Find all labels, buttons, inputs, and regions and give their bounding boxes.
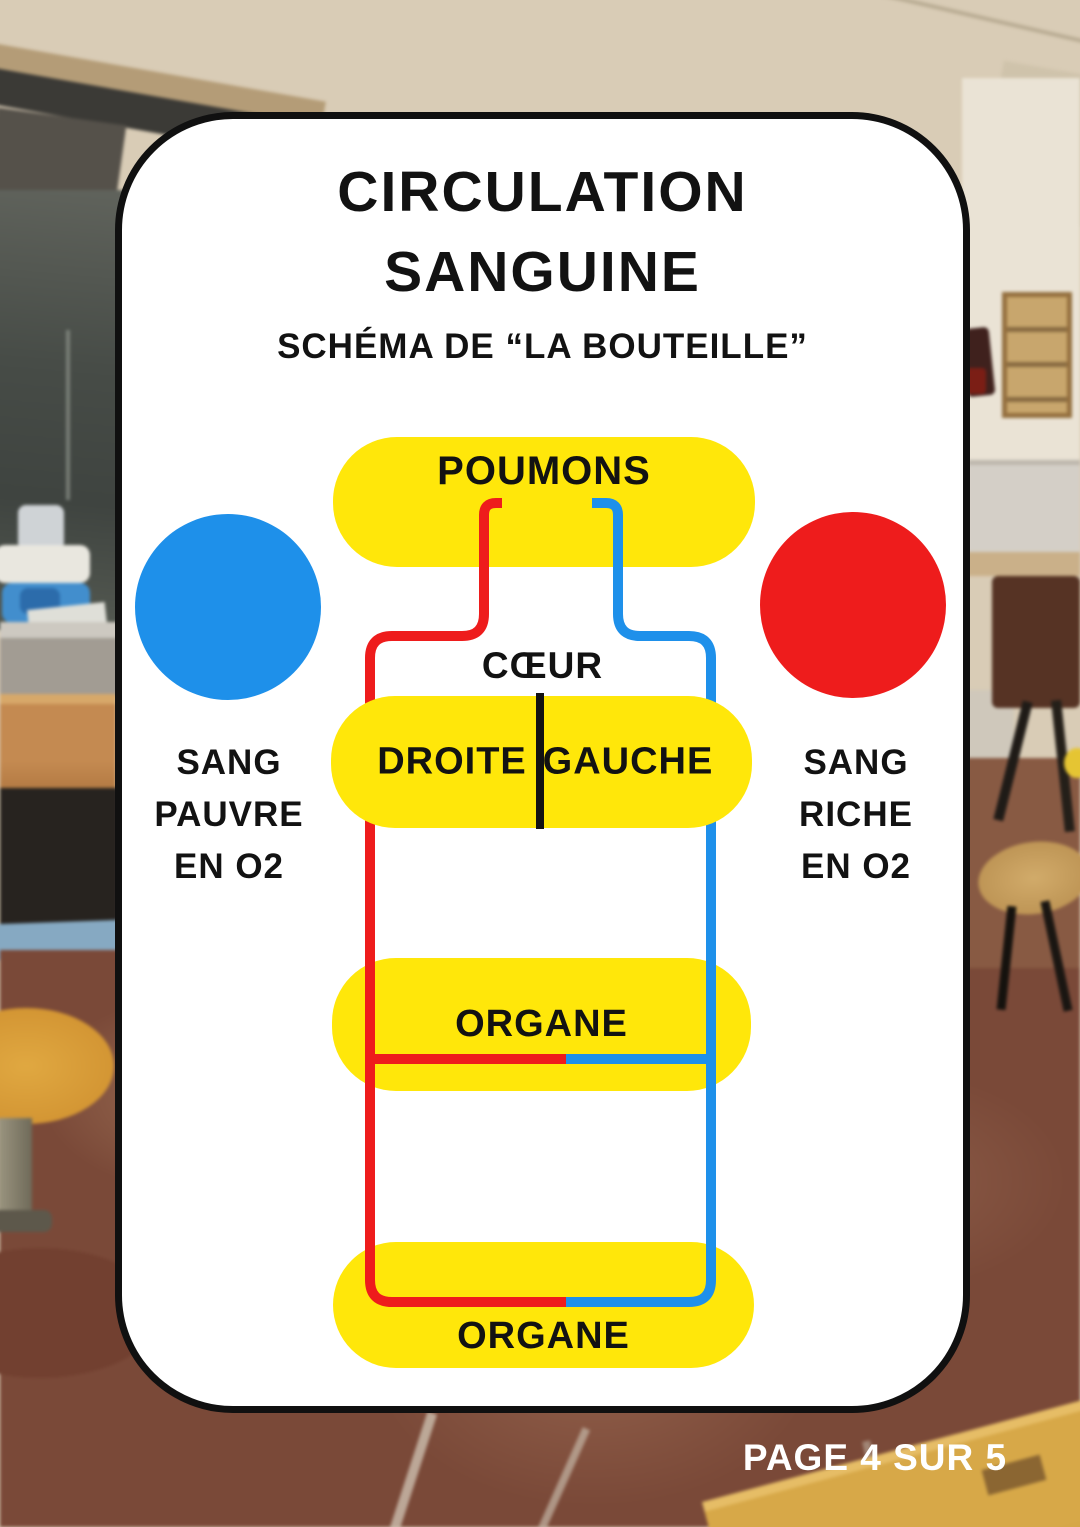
legend-rich-line-2: RICHE bbox=[799, 795, 913, 834]
deoxygenated-blood-circle bbox=[135, 514, 321, 700]
legend-poor-line-1: SANG bbox=[176, 743, 282, 782]
bg-kettle bbox=[18, 505, 64, 550]
page-subtitle: SCHÉMA DE “LA BOUTEILLE” bbox=[277, 327, 808, 366]
organ-middle-label: ORGANE bbox=[455, 1003, 628, 1045]
heart-right-label: DROITE bbox=[377, 740, 527, 783]
legend-rich-label: SANG RICHE EN O2 bbox=[716, 737, 996, 893]
page-title: CIRCULATION SANGUINE bbox=[115, 152, 970, 312]
bg-ceiling-seam bbox=[873, 0, 1080, 70]
bg-right-table-edge bbox=[962, 552, 1080, 576]
organ-middle-node: ORGANE bbox=[332, 958, 751, 1091]
bg-round-table-foot bbox=[0, 1210, 52, 1232]
oxygenated-blood-circle bbox=[760, 512, 946, 698]
bg-right-desk bbox=[968, 460, 1080, 556]
heart-divider-line bbox=[536, 693, 544, 829]
legend-rich-line-1: SANG bbox=[803, 743, 909, 782]
organ-bottom-node: ORGANE bbox=[333, 1242, 754, 1368]
legend-rich-line-3: EN O2 bbox=[800, 847, 912, 886]
bg-gray-wall bbox=[0, 638, 118, 696]
bg-wall-object-accent bbox=[966, 368, 986, 394]
page-indicator: PAGE 4 SUR 5 bbox=[742, 1437, 1008, 1478]
bg-left-table bbox=[0, 694, 116, 790]
bg-table-shadow bbox=[0, 788, 118, 930]
heart-title: CŒUR bbox=[481, 645, 604, 686]
bg-brown-chair bbox=[992, 576, 1080, 708]
organ-bottom-label: ORGANE bbox=[457, 1315, 630, 1357]
legend-poor-line-2: PAUVRE bbox=[154, 795, 304, 834]
title-line-1: CIRCULATION bbox=[337, 160, 748, 224]
bg-yellow-flower bbox=[1064, 748, 1080, 778]
lungs-node: POUMONS bbox=[333, 437, 755, 567]
lungs-label: POUMONS bbox=[437, 449, 651, 493]
heart-left-label: GAUCHE bbox=[542, 740, 714, 783]
bg-round-table-leg bbox=[0, 1118, 32, 1218]
title-line-2: SANGUINE bbox=[384, 240, 701, 304]
legend-poor-line-3: EN O2 bbox=[173, 847, 285, 886]
bg-board-reflection bbox=[66, 330, 70, 500]
legend-poor-label: SANG PAUVRE EN O2 bbox=[89, 737, 369, 893]
bg-desk-items bbox=[0, 545, 90, 583]
bg-wood-frame bbox=[1002, 292, 1072, 418]
bg-counter-edge bbox=[0, 622, 118, 638]
